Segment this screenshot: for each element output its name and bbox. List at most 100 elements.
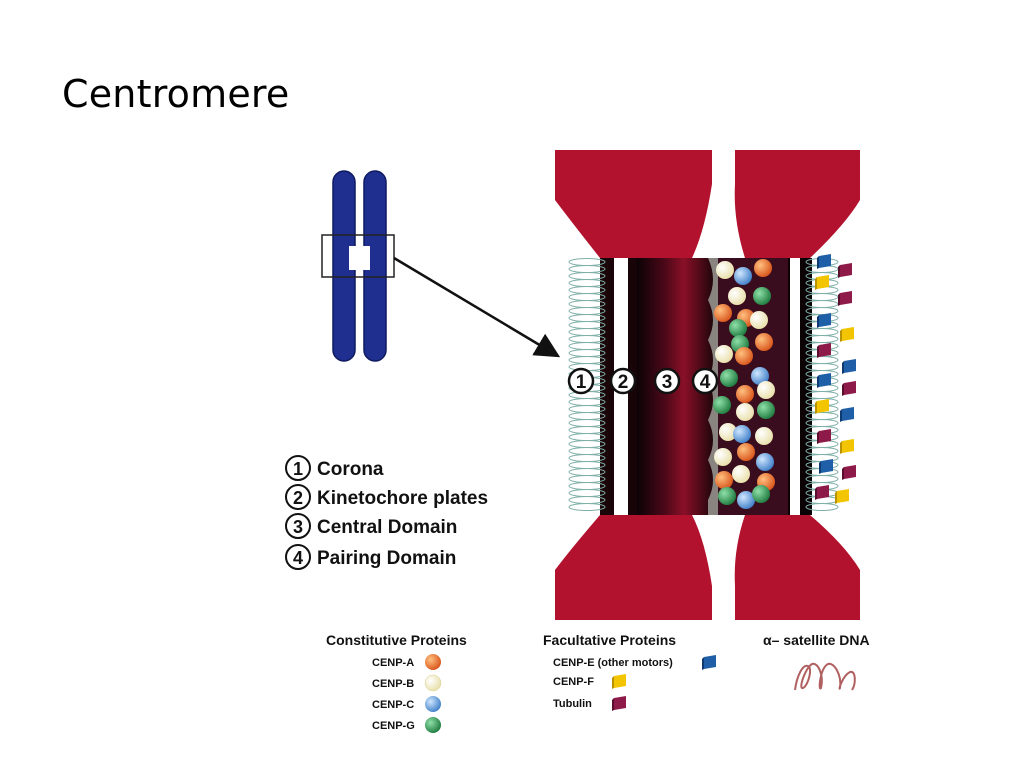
legend-cenp-f	[612, 674, 626, 689]
protein-cube-f	[835, 489, 849, 504]
protein-sphere-cenp-g	[720, 369, 738, 387]
slide-title: Centromere	[62, 72, 290, 116]
domain-legend: 1 Corona 2 Kinetochore plates 3 Central …	[285, 455, 488, 570]
protein-sphere-cenp-a	[735, 347, 753, 365]
coil-loop	[568, 447, 606, 455]
svg-text:1: 1	[293, 459, 303, 479]
coil-loop	[568, 293, 606, 301]
legend-cenp-b	[424, 674, 442, 692]
legend-cenp-c	[425, 696, 441, 712]
coil-loop	[568, 433, 606, 441]
protein-cube-t	[815, 485, 829, 500]
domain-label-corona: Corona	[317, 459, 384, 480]
protein-sphere-cenp-c	[756, 453, 774, 471]
chromatin-arms	[555, 150, 860, 620]
protein-sphere-cenp-a	[737, 443, 755, 461]
coil-loop	[568, 412, 606, 420]
protein-sphere-cenp-a	[736, 385, 754, 403]
facultative-heading: Facultative Proteins	[543, 632, 676, 648]
coil-loop	[568, 349, 606, 357]
protein-cube-e	[817, 254, 831, 269]
svg-text:CENP-F: CENP-F	[553, 676, 594, 688]
coil-loop	[568, 503, 606, 511]
protein-sphere-cenp-b	[757, 381, 775, 399]
protein-sphere-cenp-a	[754, 259, 772, 277]
zoom-arrow	[393, 256, 561, 358]
protein-sphere-cenp-g	[718, 487, 736, 505]
protein-sphere-cenp-b	[719, 423, 737, 441]
marker-3: 3	[662, 372, 673, 393]
domain-number-markers: 1 2 3 4	[567, 367, 719, 395]
coil-loop	[568, 265, 606, 273]
domain-label-pairing: Pairing Domain	[317, 548, 456, 569]
protein-cube-e	[817, 313, 831, 328]
coil-loop	[568, 454, 606, 462]
domain-label-central: Central Domain	[317, 517, 457, 538]
protein-sphere-cenp-b	[750, 311, 768, 329]
coil-loop	[568, 482, 606, 490]
protein-sphere-cenp-g	[753, 287, 771, 305]
coil-loop	[568, 314, 606, 322]
marker-1: 1	[576, 372, 587, 393]
svg-text:CENP-B: CENP-B	[372, 678, 414, 690]
coil-loop	[568, 300, 606, 308]
protein-cube-t	[817, 343, 831, 358]
svg-text:Tubulin: Tubulin	[553, 698, 592, 710]
svg-text:CENP-A: CENP-A	[372, 657, 414, 669]
coil-loop	[568, 426, 606, 434]
svg-text:2: 2	[293, 488, 303, 508]
coil-loop	[568, 342, 606, 350]
protein-sphere-cenp-c	[737, 491, 755, 509]
protein-cube-t	[838, 291, 852, 306]
protein-sphere-cenp-c	[751, 367, 769, 385]
protein-cube-e	[840, 407, 854, 422]
protein-sphere-cenp-b	[732, 465, 750, 483]
constitutive-protein-spheres	[713, 259, 775, 509]
protein-cube-t	[842, 465, 856, 480]
legend-cenp-g	[425, 717, 441, 733]
coil-loop	[568, 405, 606, 413]
protein-cube-e	[819, 459, 833, 474]
protein-sphere-cenp-g	[713, 396, 731, 414]
svg-text:CENP-E (other motors): CENP-E (other motors)	[553, 657, 673, 669]
svg-text:4: 4	[293, 548, 303, 568]
coil-loop	[568, 279, 606, 287]
coil-loop	[568, 356, 606, 364]
coil-loop	[568, 335, 606, 343]
dna-heading: α– satellite DNA	[763, 632, 870, 648]
protein-cube-t	[842, 381, 856, 396]
protein-cube-f	[840, 327, 854, 342]
constitutive-heading: Constitutive Proteins	[326, 632, 467, 648]
coil-loop	[568, 398, 606, 406]
chromosome-inset	[321, 170, 395, 362]
coil-loop	[805, 503, 839, 511]
microtubule-coils-left	[568, 258, 606, 511]
legend-dna-coil	[794, 662, 856, 691]
protein-sphere-cenp-b	[716, 261, 734, 279]
facultative-protein-cubes	[815, 254, 856, 504]
coil-loop	[568, 328, 606, 336]
protein-sphere-cenp-g	[757, 401, 775, 419]
outer-plate-right	[790, 258, 800, 515]
coil-loop	[568, 286, 606, 294]
protein-sphere-cenp-a	[714, 304, 732, 322]
protein-sphere-cenp-b	[728, 287, 746, 305]
protein-cube-t	[838, 263, 852, 278]
protein-sphere-cenp-c	[733, 425, 751, 443]
legend-tubulin	[612, 696, 626, 711]
svg-text:3: 3	[293, 517, 303, 537]
protein-sphere-cenp-a	[755, 333, 773, 351]
protein-cube-f	[840, 439, 854, 454]
protein-cube-f	[815, 399, 829, 414]
protein-cube-t	[817, 429, 831, 444]
protein-cube-f	[815, 275, 829, 290]
coil-loop	[568, 461, 606, 469]
coil-loop	[568, 258, 606, 266]
zoom-box	[321, 234, 395, 278]
protein-sphere-cenp-g	[729, 319, 747, 337]
legend-cenp-e	[702, 655, 716, 670]
protein-cube-e	[817, 373, 831, 388]
protein-sphere-cenp-b	[715, 345, 733, 363]
svg-text:CENP-G: CENP-G	[372, 720, 415, 732]
